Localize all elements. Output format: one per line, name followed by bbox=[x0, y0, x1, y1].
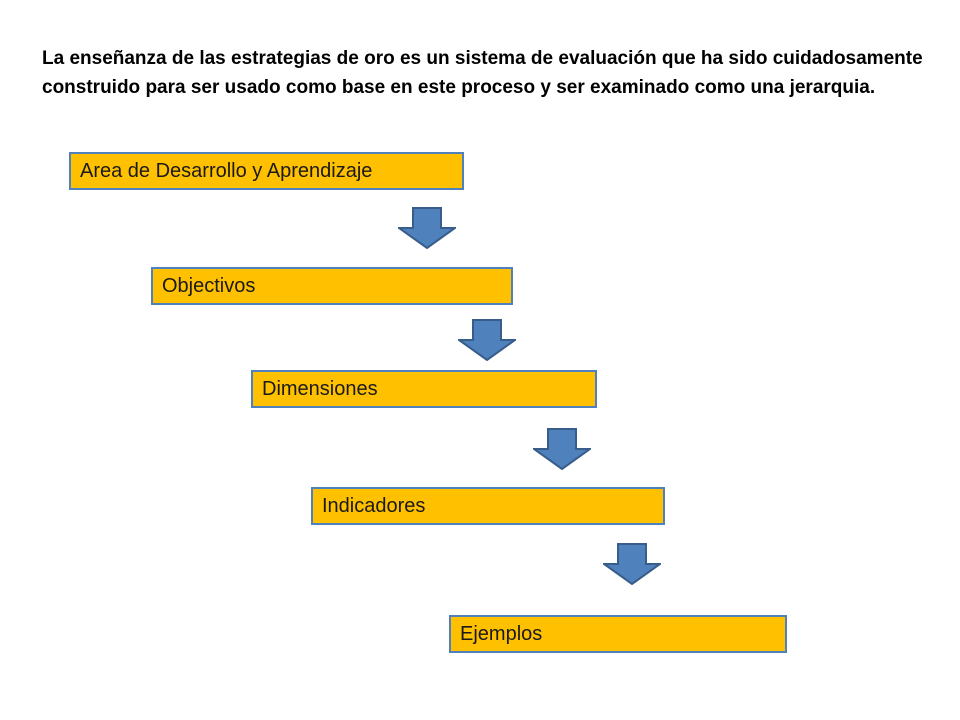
level-box-ejemplos: Ejemplos bbox=[449, 615, 787, 653]
intro-paragraph: La enseñanza de las estrategias de oro e… bbox=[42, 48, 923, 98]
level-box-objectivos: Objectivos bbox=[151, 267, 513, 305]
down-arrow-icon bbox=[603, 543, 661, 585]
level-box-dimensiones: Dimensiones bbox=[251, 370, 597, 408]
down-arrow-icon bbox=[458, 319, 516, 361]
down-arrow-icon bbox=[533, 428, 591, 470]
level-box-indicadores: Indicadores bbox=[311, 487, 665, 525]
down-arrow-icon bbox=[398, 207, 456, 249]
level-box-area-de-desarrollo: Area de Desarrollo y Aprendizaje bbox=[69, 152, 464, 190]
